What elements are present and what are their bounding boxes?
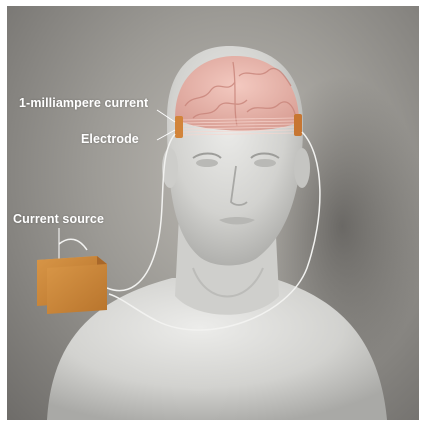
electrode-label: Electrode	[81, 132, 139, 146]
left-electrode	[175, 116, 183, 138]
illustration-scene: 1-milliampere current Electrode Current …	[7, 6, 419, 420]
wire-left	[107, 134, 175, 291]
current-source-label: Current source	[13, 212, 104, 226]
right-eye	[254, 159, 276, 167]
wire-to-box	[59, 239, 87, 250]
right-electrode	[294, 114, 302, 136]
current-label: 1-milliampere current	[19, 96, 148, 110]
current-source-box	[37, 256, 107, 314]
left-eye	[196, 159, 218, 167]
right-ear	[294, 148, 310, 188]
